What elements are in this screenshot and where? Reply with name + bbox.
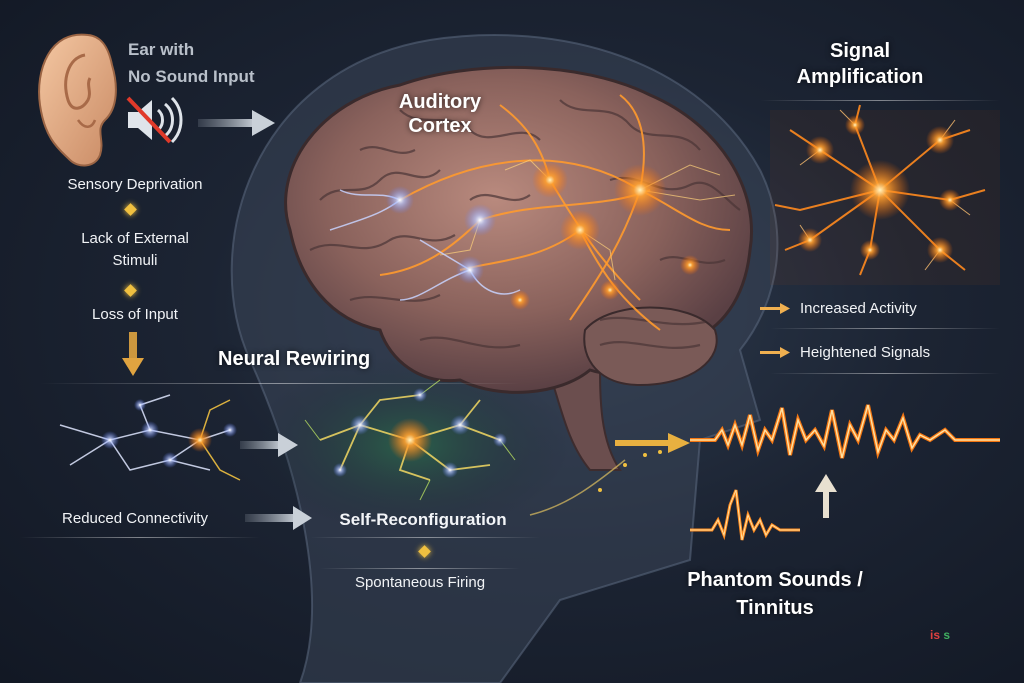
- rewiring-rule: [40, 383, 520, 384]
- signal-amplification-title: Signal Amplification: [760, 38, 960, 90]
- cortex-line2: Cortex: [380, 114, 500, 138]
- reduced-rule: [20, 537, 260, 538]
- heightened-rule: [770, 373, 1000, 374]
- arrow-ear-to-brain: [198, 110, 275, 136]
- brand-logo: is s: [930, 628, 950, 642]
- arrow-up-amplify: [815, 474, 837, 518]
- step-lack-line2: Stimuli: [40, 250, 230, 272]
- spont-rule-top: [320, 568, 520, 569]
- waveform-small: [690, 490, 800, 540]
- ear-title: Ear with No Sound Input: [128, 38, 255, 89]
- cortex-line1: Auditory: [380, 90, 500, 114]
- signal-rule: [760, 100, 1000, 101]
- logo-part2: s: [943, 628, 950, 642]
- step-lack-of-stimuli: Lack of External Stimuli: [40, 228, 230, 272]
- reduced-connectivity-cluster: [60, 395, 240, 480]
- self-reconfiguration-label: Self-Reconfiguration: [318, 510, 528, 530]
- ear-title-line1: Ear with: [128, 38, 255, 62]
- phantom-line1: Phantom Sounds /: [660, 566, 890, 594]
- increased-activity-label: Increased Activity: [800, 300, 917, 317]
- arrow-heightened: [760, 347, 790, 358]
- ear-icon: [39, 35, 116, 166]
- step-sensory-deprivation: Sensory Deprivation: [40, 176, 230, 193]
- auditory-cortex-label: Auditory Cortex: [380, 90, 500, 138]
- step-lack-line1: Lack of External: [40, 228, 230, 250]
- increased-rule: [770, 328, 1000, 329]
- self-rule: [310, 537, 540, 538]
- neural-rewiring-title: Neural Rewiring: [218, 348, 370, 371]
- phantom-sounds-label: Phantom Sounds / Tinnitus: [660, 566, 890, 622]
- arrow-down-loss: [122, 332, 144, 376]
- signal-title-line1: Signal: [760, 38, 960, 64]
- phantom-line2: Tinnitus: [660, 594, 890, 622]
- step-loss-of-input: Loss of Input: [40, 306, 230, 323]
- heightened-signals-label: Heightened Signals: [800, 344, 930, 361]
- amplification-neuron-cluster: [770, 105, 1000, 285]
- signal-title-line2: Amplification: [760, 64, 960, 90]
- ear-title-line2: No Sound Input: [128, 65, 255, 89]
- spontaneous-firing-label: Spontaneous Firing: [325, 574, 515, 591]
- reduced-connectivity-label: Reduced Connectivity: [30, 510, 240, 527]
- muted-speaker-icon: [128, 98, 181, 142]
- logo-part1: is: [930, 628, 940, 642]
